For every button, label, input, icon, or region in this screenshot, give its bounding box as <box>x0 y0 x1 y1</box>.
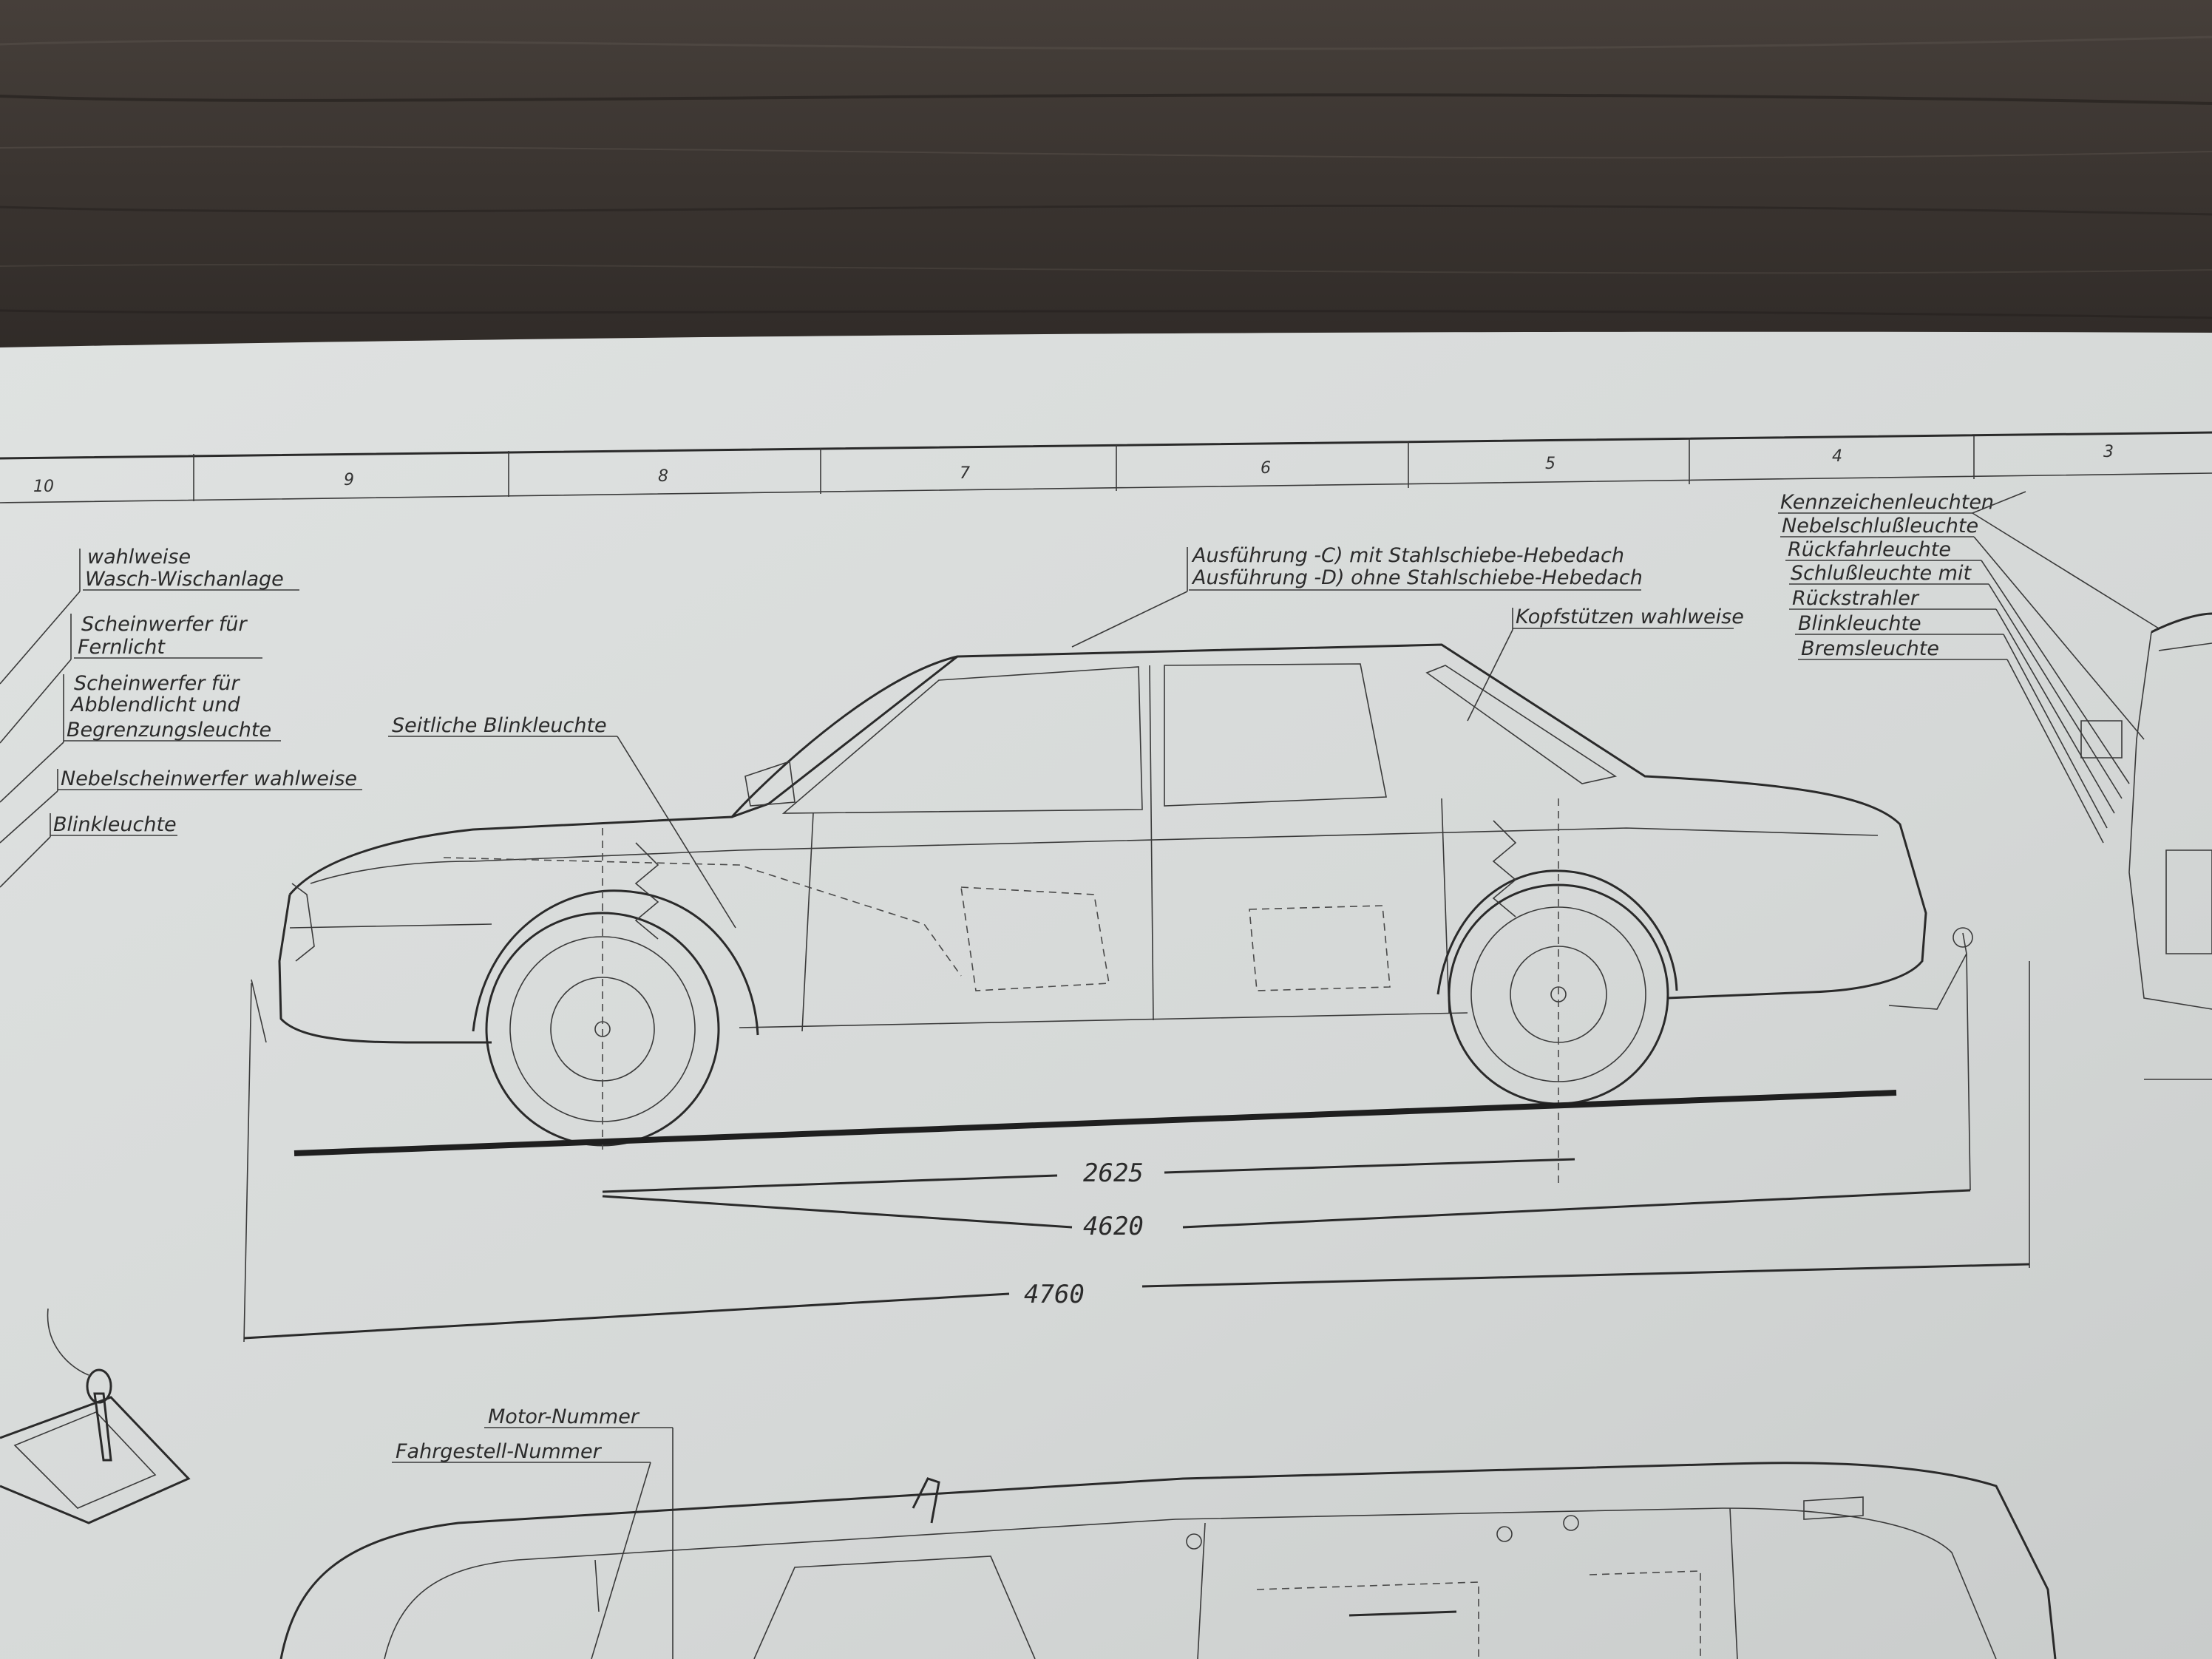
car-top-view <box>279 1462 2057 1659</box>
rear-label: Bremsleuchte <box>1801 637 1939 660</box>
roof-variant-label: Ausführung -C) mit Stahlschiebe-Hebedach <box>1191 544 1624 567</box>
rear-label: Blinkleuchte <box>1798 612 1921 635</box>
rear-label: Nebelschlußleuchte <box>1782 515 1978 537</box>
front-label: wahlweise <box>87 546 191 569</box>
front-label: Wasch-Wischanlage <box>85 568 284 591</box>
car-side-view <box>251 643 1973 1183</box>
lower-label-group: Motor-Nummer Fahrgestell-Nummer <box>392 1405 674 1659</box>
engine-number-label: Motor-Nummer <box>488 1405 640 1428</box>
ground-line <box>294 1090 1897 1156</box>
front-label: Blinkleuchte <box>53 813 177 836</box>
front-label-group: wahlweise Wasch-Wischanlage Scheinwerfer… <box>0 546 362 888</box>
ruler-number: 4 <box>1832 447 1842 466</box>
rear-label: Rückfahrleuchte <box>1788 538 1951 561</box>
front-label: Scheinwerfer für <box>74 672 241 695</box>
ruler-number: 9 <box>344 471 354 489</box>
gear-shifter-sketch <box>0 1308 191 1524</box>
front-label: Begrenzungsleuchte <box>67 719 271 742</box>
wood-table <box>0 0 2212 370</box>
dimension-lines: 2625 4620 4760 <box>243 953 2030 1343</box>
paper-sheet <box>0 331 2212 1659</box>
overall-length-dimension: 4760 <box>1024 1280 1085 1309</box>
front-label: Scheinwerfer für <box>81 613 248 636</box>
rear-label-group: Kennzeichenleuchten Nebelschlußleuchte R… <box>1778 491 2160 844</box>
roof-variant-label: Ausführung -D) ohne Stahlschiebe-Hebedac… <box>1191 566 1643 589</box>
rear-label: Rückstrahler <box>1792 587 1920 610</box>
front-label: Nebelscheinwerfer wahlweise <box>61 767 357 790</box>
rear-label: Kennzeichenleuchten <box>1780 491 1994 514</box>
ruler-number: 5 <box>1545 455 1555 473</box>
top-label-group: Seitliche Blinkleuchte Ausführung -C) mi… <box>388 544 1744 929</box>
car-rear-view <box>2080 612 2212 1080</box>
body-length-dimension: 4620 <box>1083 1212 1144 1241</box>
headrest-label: Kopfstützen wahlweise <box>1516 605 1744 628</box>
ruler-number: 8 <box>658 467 668 486</box>
front-label: Abblendlicht und <box>69 693 240 716</box>
chassis-number-label: Fahrgestell-Nummer <box>396 1440 603 1463</box>
wheelbase-dimension: 2625 <box>1083 1158 1144 1188</box>
front-label: Fernlicht <box>78 636 166 659</box>
ruler-number: 6 <box>1261 459 1271 478</box>
side-indicator-label: Seitliche Blinkleuchte <box>392 714 607 737</box>
ruler-number: 10 <box>33 478 54 496</box>
ruler-number: 3 <box>2103 443 2114 461</box>
ruler-number: 7 <box>960 464 970 483</box>
rear-label: Schlußleuchte mit <box>1791 562 1972 585</box>
